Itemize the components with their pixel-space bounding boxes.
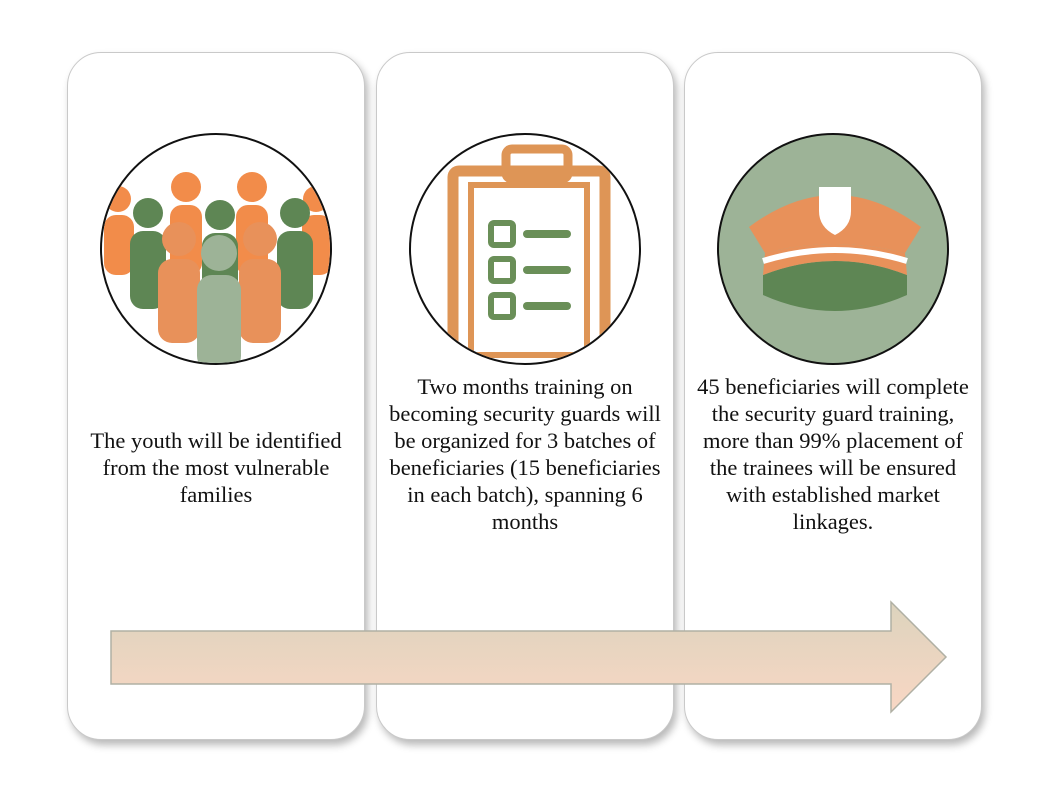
step-panel-placement: 45 beneficiaries will complete the secur… <box>684 52 982 740</box>
security-cap-icon <box>717 133 949 365</box>
step-panel-identification: The youth will be identified from the mo… <box>67 52 365 740</box>
clipboard-checklist-icon <box>409 133 641 365</box>
step-text: The youth will be identified from the mo… <box>90 428 342 507</box>
step-text: 45 beneficiaries will complete the secur… <box>697 374 969 534</box>
step-text: Two months training on becoming security… <box>389 374 661 534</box>
step-panel-training: Two months training on becoming security… <box>376 52 674 740</box>
people-group-icon <box>100 133 332 365</box>
